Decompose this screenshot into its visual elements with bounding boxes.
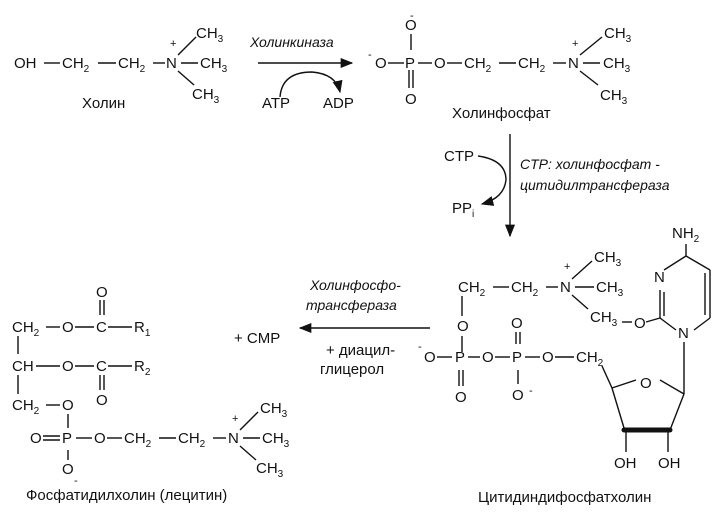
pc-o-left: O [375, 55, 387, 72]
svg-text:CH3: CH3 [604, 25, 632, 45]
lecithin-r2: R2 [134, 358, 151, 378]
enzyme3-dag-line1: + диацил- [326, 342, 395, 359]
step2-reaction: CTP PPi CTP: холинфосфат - цитидилтрансф… [444, 134, 670, 238]
choline-ch3-bot: CH3 [192, 86, 220, 106]
svg-text:N: N [560, 279, 571, 296]
svg-text:O: O [455, 389, 467, 406]
enzyme1-name: Холинкиназа [249, 34, 334, 50]
svg-text:+: + [232, 413, 238, 425]
svg-text:O: O [62, 358, 74, 375]
svg-text:N: N [678, 325, 689, 342]
cdp-choline-label: Цитидиндифосфатхолин [478, 489, 651, 506]
svg-text:O: O [434, 55, 446, 72]
svg-text:CH2: CH2 [12, 397, 40, 417]
svg-text:O: O [62, 319, 74, 336]
svg-text:O: O [457, 318, 469, 335]
choline-ch3-mid: CH3 [200, 55, 228, 75]
enzyme2-ctp: CTP [444, 148, 474, 165]
svg-text:CH: CH [12, 358, 34, 375]
svg-text:O: O [405, 91, 417, 108]
svg-text:O: O [640, 375, 652, 392]
choline-label: Холин [82, 95, 125, 112]
svg-text:-: - [368, 49, 372, 61]
svg-text:O: O [62, 461, 74, 478]
svg-text:O: O [634, 315, 646, 332]
svg-text:-: - [410, 10, 414, 22]
svg-text:CH2: CH2 [458, 279, 486, 299]
enzyme2-name-line1: CTP: холинфосфат - [520, 156, 660, 172]
svg-text:CH2: CH2 [12, 319, 40, 339]
enzyme2-ppi: PPi [452, 200, 474, 220]
svg-text:CH3: CH3 [256, 460, 284, 480]
svg-text:C: C [96, 358, 107, 375]
step1-reaction: Холинкиназа ATP ADP [249, 34, 354, 112]
svg-text:+: + [572, 38, 578, 50]
step3-reaction: Холинфосфо- трансфераза + CMP + диацил- … [234, 277, 430, 378]
enzyme3-dag-line2: глицерол [320, 361, 384, 378]
svg-text:CH3: CH3 [596, 279, 624, 299]
enzyme1-adp: ADP [323, 95, 354, 112]
svg-text:CH3: CH3 [594, 249, 622, 269]
svg-text:+: + [564, 261, 570, 273]
enzyme2-name-line2: цитидилтрансфераза [520, 177, 670, 193]
svg-text:O: O [30, 430, 42, 447]
svg-text:CH2: CH2 [518, 55, 546, 75]
choline-n: N [166, 55, 177, 72]
choline-ch2-a: CH2 [62, 55, 90, 75]
svg-text:-: - [418, 341, 422, 353]
svg-text:O: O [405, 17, 417, 34]
svg-text:P: P [512, 349, 522, 366]
svg-text:CH2: CH2 [576, 349, 604, 369]
enzyme3-cmp: + CMP [234, 330, 280, 347]
svg-text:O: O [512, 387, 524, 404]
lecithin-structure: CH2 O C O R1 CH O C O R2 CH2 O O P O - [12, 284, 290, 487]
svg-text:CH2: CH2 [124, 430, 152, 450]
svg-text:-: - [74, 475, 78, 487]
svg-text:CH3: CH3 [262, 430, 290, 450]
svg-text:O: O [96, 284, 108, 301]
choline-ch3-top: CH3 [196, 25, 224, 45]
phosphocholine-label: Холинфосфат [452, 105, 551, 122]
svg-text:CH3: CH3 [600, 87, 628, 107]
svg-text:-: - [529, 385, 533, 397]
svg-text:N: N [228, 430, 239, 447]
svg-text:N: N [654, 269, 665, 286]
svg-text:O: O [94, 430, 106, 447]
svg-text:CH2: CH2 [178, 430, 206, 450]
svg-text:O: O [482, 349, 494, 366]
choline-ch2-b: CH2 [118, 55, 146, 75]
svg-text:O: O [96, 392, 108, 409]
lecithin-label: Фосфатидилхолин (лецитин) [26, 487, 227, 504]
choline-structure: OH CH2 CH2 N + CH3 CH3 CH3 [14, 25, 228, 106]
svg-text:CH3: CH3 [590, 309, 618, 329]
enzyme1-atp: ATP [262, 95, 290, 112]
ribose-oh-1: OH [614, 455, 637, 472]
pc-p: P [405, 55, 415, 72]
svg-text:CH2: CH2 [511, 279, 539, 299]
cytosine-nh2: NH2 [672, 225, 700, 245]
svg-text:C: C [96, 319, 107, 336]
phosphocholine-structure: O - P O - O O CH2 CH2 N + CH3 CH3 CH3 [368, 10, 632, 108]
svg-text:O: O [542, 349, 554, 366]
enzyme3-name-line2: трансфераза [306, 297, 397, 313]
lecithin-r1: R1 [134, 319, 151, 339]
svg-text:P: P [455, 349, 465, 366]
svg-text:O: O [62, 397, 74, 414]
enzyme3-name-line1: Холинфосфо- [309, 277, 401, 293]
svg-text:P: P [62, 430, 72, 447]
svg-text:N: N [568, 55, 579, 72]
svg-text:O: O [511, 315, 523, 332]
svg-text:CH2: CH2 [464, 55, 492, 75]
svg-text:CH3: CH3 [603, 55, 631, 75]
choline-oh: OH [14, 55, 37, 72]
svg-text:CH3: CH3 [260, 400, 288, 420]
svg-text:O: O [424, 349, 436, 366]
cdp-choline-structure: CH2 CH2 N + CH3 CH3 CH3 O O - P O O P O … [418, 225, 711, 472]
ribose-oh-2: OH [658, 455, 681, 472]
choline-n-charge: + [170, 38, 176, 50]
